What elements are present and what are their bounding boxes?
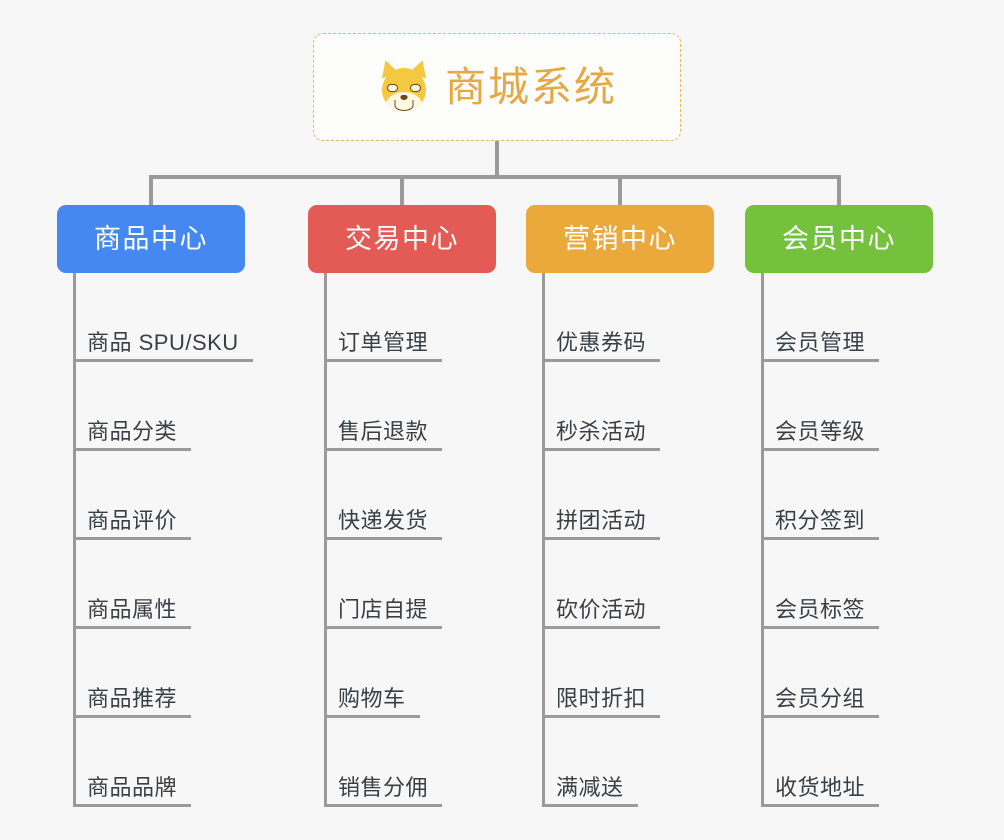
leaf-item[interactable]: 会员等级 bbox=[761, 362, 880, 451]
leaf-item-label: 商品推荐 bbox=[87, 685, 178, 711]
leaf-item[interactable]: 砍价活动 bbox=[542, 540, 661, 629]
category-label: 交易中心 bbox=[345, 223, 459, 254]
leaf-item-label: 积分签到 bbox=[775, 507, 866, 533]
leaf-item-label: 商品分类 bbox=[87, 418, 178, 444]
connector-drop-3 bbox=[618, 175, 622, 207]
connector-root-stem bbox=[495, 141, 499, 177]
category-label: 会员中心 bbox=[782, 223, 896, 254]
leaf-item-label: 购物车 bbox=[338, 685, 406, 711]
leaf-item[interactable]: 购物车 bbox=[324, 629, 420, 718]
leaf-item-label: 商品属性 bbox=[87, 596, 178, 622]
leaf-item[interactable]: 积分签到 bbox=[761, 451, 880, 540]
category-label: 营销中心 bbox=[563, 223, 677, 254]
leaf-item-label: 会员标签 bbox=[775, 596, 866, 622]
leaf-item[interactable]: 拼团活动 bbox=[542, 451, 661, 540]
branch-spine-1 bbox=[73, 273, 76, 807]
leaf-item[interactable]: 秒杀活动 bbox=[542, 362, 661, 451]
category-box-3[interactable]: 营销中心 bbox=[526, 205, 714, 273]
leaf-item[interactable]: 会员管理 bbox=[761, 273, 880, 362]
leaf-item[interactable]: 商品推荐 bbox=[73, 629, 192, 718]
category-box-4[interactable]: 会员中心 bbox=[745, 205, 933, 273]
category-box-1[interactable]: 商品中心 bbox=[57, 205, 245, 273]
leaf-item-label: 销售分佣 bbox=[338, 774, 429, 800]
connector-horizontal-bus bbox=[150, 175, 840, 179]
leaf-item-label: 快递发货 bbox=[338, 507, 429, 533]
branch-spine-4 bbox=[761, 273, 764, 807]
leaf-item[interactable]: 商品品牌 bbox=[73, 718, 192, 807]
branch-spine-2 bbox=[324, 273, 327, 807]
branch-spine-3 bbox=[542, 273, 545, 807]
leaf-item[interactable]: 商品 SPU/SKU bbox=[73, 273, 253, 362]
leaf-item-label: 满减送 bbox=[556, 774, 624, 800]
leaf-item-label: 拼团活动 bbox=[556, 507, 647, 533]
leaf-item-label: 会员分组 bbox=[775, 685, 866, 711]
leaf-item[interactable]: 优惠券码 bbox=[542, 273, 661, 362]
leaf-item[interactable]: 销售分佣 bbox=[324, 718, 443, 807]
shiba-dog-icon bbox=[376, 57, 432, 112]
category-box-2[interactable]: 交易中心 bbox=[308, 205, 496, 273]
leaf-item[interactable]: 商品分类 bbox=[73, 362, 192, 451]
leaf-item-label: 订单管理 bbox=[338, 329, 429, 355]
leaf-item-label: 秒杀活动 bbox=[556, 418, 647, 444]
leaf-item-label: 会员等级 bbox=[775, 418, 866, 444]
leaf-item-label: 商品评价 bbox=[87, 507, 178, 533]
connector-drop-2 bbox=[400, 175, 404, 207]
leaf-item-label: 收货地址 bbox=[775, 774, 866, 800]
leaf-item[interactable]: 门店自提 bbox=[324, 540, 443, 629]
connector-drop-1 bbox=[149, 175, 153, 207]
page-title: 商城系统 bbox=[445, 63, 617, 110]
leaf-item[interactable]: 商品属性 bbox=[73, 540, 192, 629]
leaf-item[interactable]: 商品评价 bbox=[73, 451, 192, 540]
category-label: 商品中心 bbox=[94, 223, 208, 254]
leaf-item[interactable]: 快递发货 bbox=[324, 451, 443, 540]
leaf-item-label: 门店自提 bbox=[338, 596, 429, 622]
leaf-item[interactable]: 限时折扣 bbox=[542, 629, 661, 718]
leaf-item-label: 限时折扣 bbox=[556, 685, 647, 711]
leaf-item-label: 商品品牌 bbox=[87, 774, 178, 800]
leaf-item-label: 砍价活动 bbox=[556, 596, 647, 622]
leaf-item[interactable]: 满减送 bbox=[542, 718, 638, 807]
leaf-item-label: 会员管理 bbox=[775, 329, 866, 355]
leaf-item[interactable]: 订单管理 bbox=[324, 273, 443, 362]
leaf-item[interactable]: 收货地址 bbox=[761, 718, 880, 807]
leaf-item[interactable]: 售后退款 bbox=[324, 362, 443, 451]
leaf-item-label: 售后退款 bbox=[338, 418, 429, 444]
root-node[interactable]: 商城系统 bbox=[313, 33, 681, 141]
leaf-item-label: 商品 SPU/SKU bbox=[87, 329, 239, 355]
connector-drop-4 bbox=[837, 175, 841, 207]
leaf-item[interactable]: 会员分组 bbox=[761, 629, 880, 718]
leaf-item-label: 优惠券码 bbox=[556, 329, 647, 355]
leaf-item[interactable]: 会员标签 bbox=[761, 540, 880, 629]
